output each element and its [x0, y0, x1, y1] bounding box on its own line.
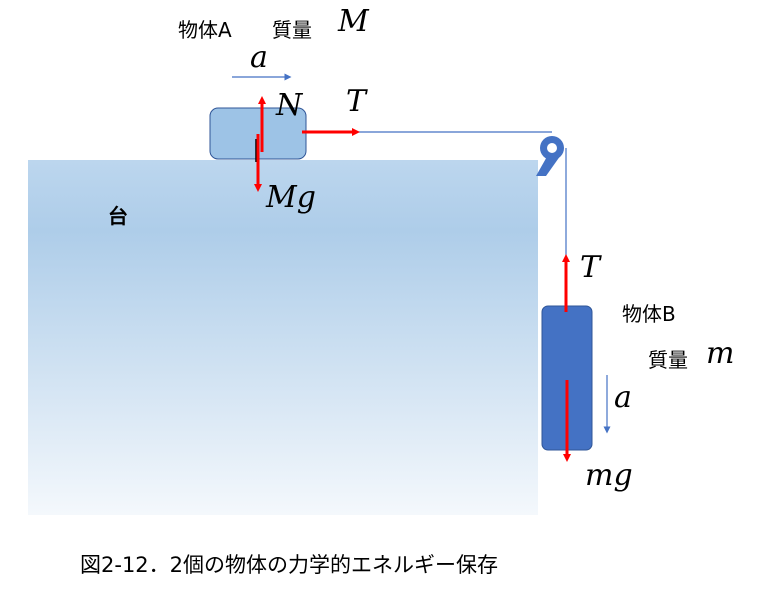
- tension-b-label: T: [580, 250, 601, 285]
- tension-a-label: T: [346, 84, 367, 119]
- normal-force-label: N: [276, 88, 303, 123]
- table-label: 台: [108, 204, 128, 228]
- figure-caption: 図2-12．2個の物体の力学的エネルギー保存: [80, 553, 499, 577]
- block-b-mass-label: 質量: [648, 348, 688, 372]
- block-a-mass-label: 質量: [272, 18, 312, 42]
- weight-b-label: mg: [585, 458, 633, 493]
- acceleration-b-label: a: [614, 380, 632, 415]
- block-a-mass-symbol: M: [338, 4, 369, 39]
- block-b-name: 物体B: [622, 302, 676, 326]
- block-b-mass-symbol: m: [706, 336, 735, 371]
- block-a-name: 物体A: [178, 18, 232, 42]
- pulley: [536, 136, 564, 176]
- table: [28, 160, 538, 515]
- weight-a-label: Mg: [266, 180, 316, 215]
- acceleration-a-label: a: [250, 40, 268, 75]
